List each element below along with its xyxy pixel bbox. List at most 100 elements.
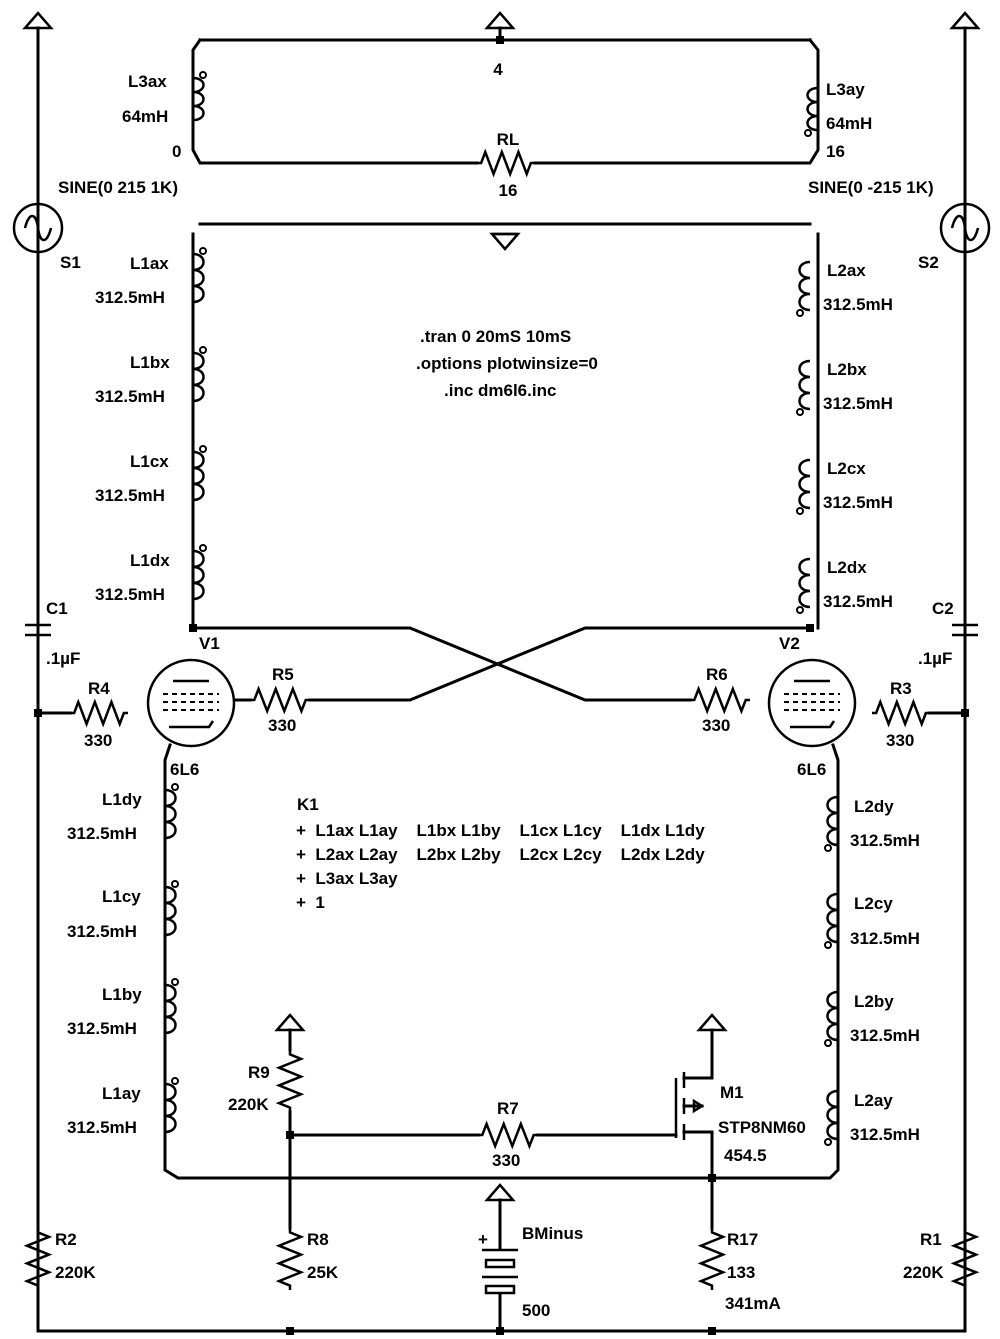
l3ay-inductor-dot (804, 129, 812, 137)
v1-tube-cathode (169, 720, 215, 729)
junction-node (34, 709, 42, 717)
label-l1cy-value: 312.5mH (67, 922, 137, 941)
terminal-arrow-right (949, 11, 981, 30)
label-l1ay-value: 312.5mH (67, 1118, 137, 1137)
l2by-inductor (826, 990, 839, 1042)
label-v2-value: 6L6 (797, 760, 826, 779)
l1ay-inductor (164, 1082, 177, 1134)
l1cy-inductor (164, 885, 177, 937)
label-r17-name: R17 (727, 1230, 758, 1249)
label-c2-value: .1µF (918, 649, 952, 668)
label-r2-name: R2 (55, 1230, 77, 1249)
junction-node (708, 1174, 716, 1182)
l2bx-inductor (798, 359, 811, 411)
l1bx-inductor (192, 351, 205, 403)
label-r3-value: 330 (886, 731, 914, 750)
label-l2bx-value: 312.5mH (823, 394, 893, 413)
l1by-inductor-dot (171, 978, 179, 986)
l3ax-inductor (192, 76, 205, 122)
label-s2-value: SINE(0 -215 1K) (808, 178, 934, 197)
label-r8-name: R8 (307, 1230, 329, 1249)
label-s1-value: SINE(0 215 1K) (58, 178, 178, 197)
l2cy-inductor-dot (824, 941, 832, 949)
m1-source (682, 1130, 714, 1230)
label-bminus-value: 500 (522, 1301, 550, 1320)
junction-node (496, 1327, 504, 1335)
r6-resistor (690, 685, 750, 715)
label-r9-value: 220K (228, 1095, 269, 1114)
l2dx-inductor (798, 557, 811, 609)
coupling-line-1: + L1ax L1ay L1bx L1by L1cx L1cy L1dx L1d… (296, 821, 705, 840)
s2-source (939, 202, 991, 254)
ground-primary (489, 232, 521, 251)
r1-resistor (950, 1228, 980, 1290)
rl-resistor (477, 148, 535, 178)
l1dx-inductor (192, 549, 205, 601)
l1dy-inductor-dot (171, 783, 179, 791)
r9-resistor (275, 1050, 305, 1112)
l2ay-inductor (826, 1089, 839, 1141)
l2dy-inductor (826, 795, 839, 847)
label-m1-name: M1 (720, 1083, 744, 1102)
l2ax-inductor (798, 260, 811, 312)
l2cx-inductor-dot (796, 507, 804, 515)
l1cx-inductor (192, 450, 205, 502)
label-v1-name: V1 (199, 634, 220, 653)
label-c1-name: C1 (46, 599, 68, 618)
r4-resistor (70, 698, 128, 728)
s1-source-wave (23, 214, 53, 242)
junction-node (496, 36, 504, 44)
label-l3ax-extra: 0 (172, 142, 181, 161)
label-r6-value: 330 (702, 716, 730, 735)
l2cx-inductor (798, 458, 811, 510)
l1cy-inductor-dot (171, 880, 179, 888)
v2-tube (767, 658, 857, 748)
wires (36, 26, 967, 1333)
label-l1dx-name: L1dx (130, 551, 170, 570)
l1by-inductor (164, 983, 177, 1035)
coupling-line-2: + L2ax L2ay L2bx L2by L2cx L2cy L2dx L2d… (296, 845, 705, 864)
label-l1cx-value: 312.5mH (95, 486, 165, 505)
v2-tube-cathode (790, 720, 836, 729)
s2-source-wave (950, 214, 980, 242)
label-l1ax-value: 312.5mH (95, 288, 165, 307)
label-s2-name: S2 (918, 253, 939, 272)
l3ax-inductor-dot (199, 71, 207, 79)
r3-resistor (872, 698, 930, 728)
label-l2cy-name: L2cy (854, 894, 893, 913)
label-l2bx-name: L2bx (827, 360, 867, 379)
label-m1-value: STP8NM60 (718, 1118, 806, 1137)
label-l3ay-value: 64mH (826, 114, 872, 133)
l2ay-inductor-dot (824, 1138, 832, 1146)
labels: L3ax 64mH 0 L3ay 64mH 16 4 RL 16 SINE(0 … (46, 60, 954, 1320)
label-l1dy-value: 312.5mH (67, 824, 137, 843)
r8-resistor (275, 1228, 305, 1290)
ground-m1 (696, 1013, 728, 1032)
label-l2ax-value: 312.5mH (823, 295, 893, 314)
label-l2ay-name: L2ay (854, 1091, 893, 1110)
label-v2-name: V2 (779, 634, 800, 653)
label-s1-name: S1 (60, 253, 81, 272)
terminal-arrow-left (22, 11, 54, 30)
r17-resistor (697, 1228, 727, 1290)
l2dx-inductor-dot (796, 606, 804, 614)
ground-secondary (484, 11, 516, 30)
bminus-arrow (484, 1183, 516, 1202)
l1dy-inductor (164, 788, 177, 840)
label-m1-extra: 454.5 (724, 1146, 767, 1165)
label-l2cx-name: L2cx (827, 459, 866, 478)
crossover-b (308, 626, 812, 702)
directive-include: .inc dm6l6.inc (444, 381, 556, 400)
junction-node (286, 1131, 294, 1139)
v1-tube (146, 658, 236, 748)
junction-node (708, 1327, 716, 1335)
secondary-right (533, 37, 820, 165)
label-l2ay-value: 312.5mH (850, 1125, 920, 1144)
label-l2by-value: 312.5mH (850, 1026, 920, 1045)
symbols: + (12, 11, 991, 1335)
label-l1by-name: L1by (102, 985, 142, 1004)
coupling-line-4: + 1 (296, 893, 325, 912)
label-c1-value: .1µF (46, 649, 80, 668)
m1-drain (682, 1028, 714, 1080)
label-l3ax-value: 64mH (122, 107, 168, 126)
